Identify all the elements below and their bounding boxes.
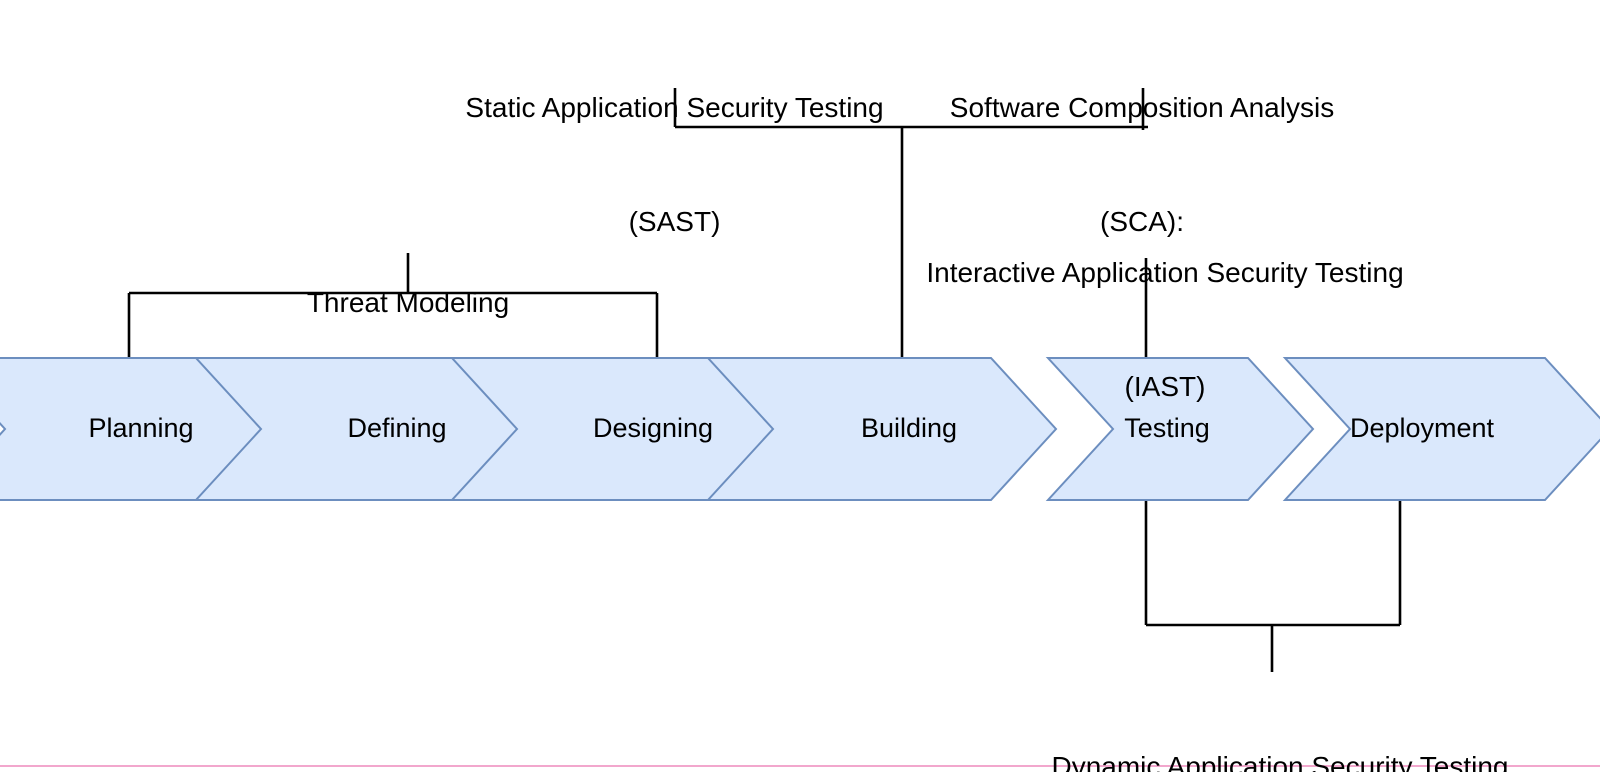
chevron-shape[interactable] (705, 357, 1058, 501)
connector-dast (1144, 500, 1402, 672)
phase-chevron-testing[interactable]: Testing (1045, 357, 1315, 501)
callout-threat-modeling-line1: Threat Modeling (306, 287, 510, 318)
connector-threat-modeling (127, 253, 659, 358)
callout-sca: Software Composition Analysis (SCA): (932, 13, 1352, 317)
phase-chevron-defining[interactable]: Defining (193, 357, 546, 501)
callout-sast-line1: Static Application Security Testing (465, 92, 884, 123)
phase-label: Planning (88, 413, 193, 443)
phase-label: Building (861, 413, 957, 443)
callout-sca-line2: (SCA): (1100, 206, 1184, 237)
phase-chevron-deployment[interactable]: Deployment (1282, 357, 1600, 501)
callout-iast-line1: Interactive Application Security Testing (926, 257, 1404, 288)
callout-dast: Dynamic Application Security Testing (DA… (1030, 672, 1530, 772)
phase-label: Designing (593, 413, 713, 443)
phase-chevron-row: Planning Defining Designing Building Tes… (0, 357, 1600, 501)
phase-chevron-building[interactable]: Building (705, 357, 1058, 501)
callout-iast-line2: (IAST) (1124, 371, 1206, 402)
phase-label: Defining (347, 413, 446, 443)
callout-sast-line2: (SAST) (628, 206, 721, 237)
callout-threat-modeling: Threat Modeling (258, 208, 558, 398)
chevron-shape[interactable] (1045, 357, 1315, 501)
callout-dast-line1: Dynamic Application Security Testing (1051, 751, 1509, 772)
callout-iast: Interactive Application Security Testing… (905, 178, 1425, 482)
connector-sast-sca-to-building (673, 88, 1148, 358)
callout-sca-line1: Software Composition Analysis (949, 92, 1335, 123)
callout-sast: Static Application Security Testing (SAS… (447, 13, 902, 317)
chevron-shape[interactable] (1282, 357, 1600, 501)
phase-label: Deployment (1350, 413, 1495, 443)
phase-label: Testing (1124, 413, 1210, 443)
